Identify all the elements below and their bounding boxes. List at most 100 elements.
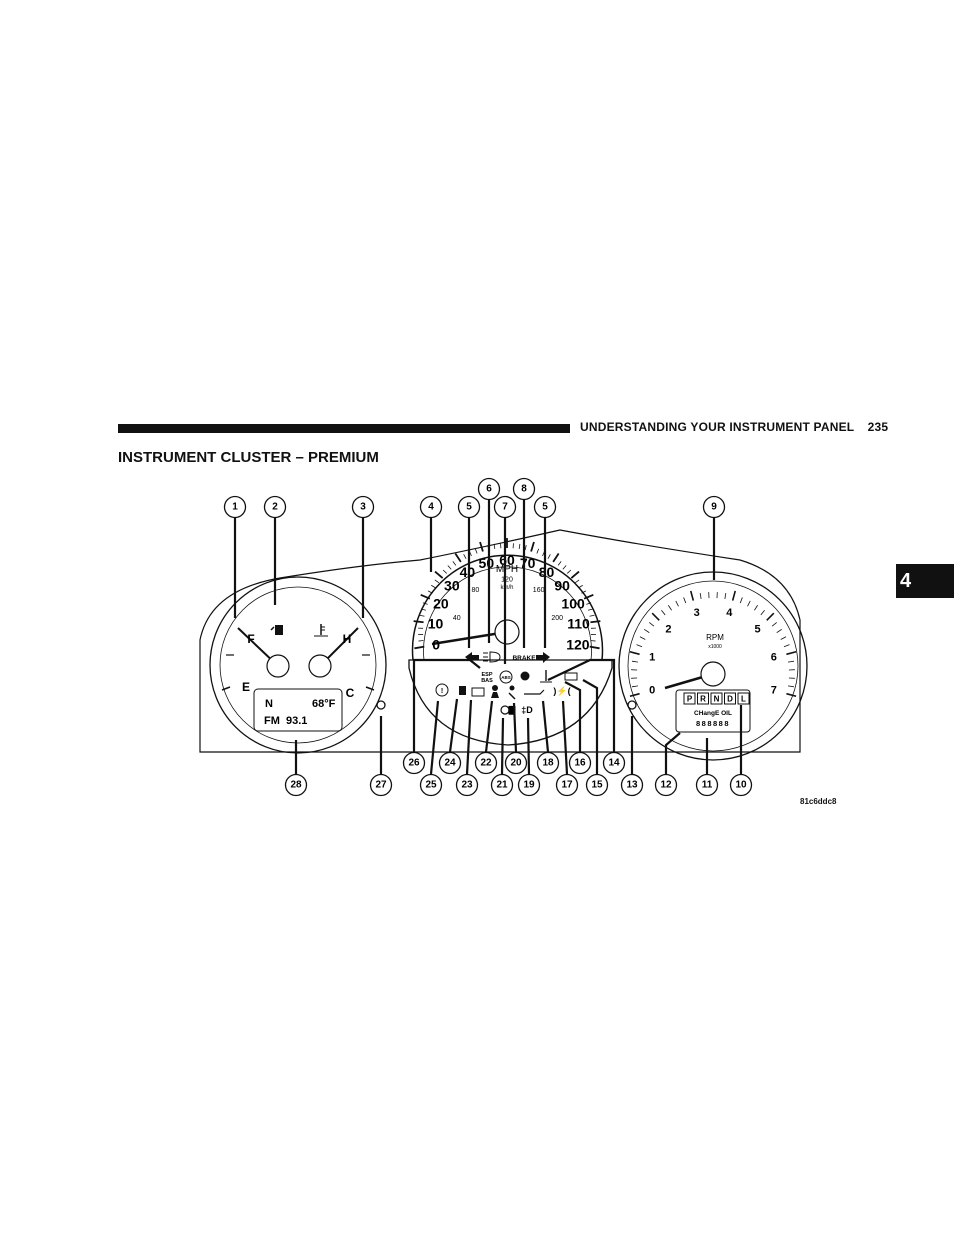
tach-tick [661,610,666,616]
page-title: INSTRUMENT CLUSTER – PREMIUM [118,449,379,466]
callout-number: 12 [660,780,672,791]
speedo-tick [479,541,484,552]
callout-number: 15 [591,780,603,791]
callout-circle [602,751,626,775]
header-section-title: UNDERSTANDING YOUR INSTRUMENT PANEL [580,420,855,434]
prndl-box [683,692,696,705]
speedo-tick [454,552,462,563]
callout-number: 11 [702,780,713,791]
page-number: 235 [867,420,889,434]
tach-label: 5 [754,623,760,635]
fuel-pump-icon [270,625,283,635]
speedo-tick [414,645,425,650]
speedo-tick [530,541,535,552]
callout-number: 23 [461,780,473,791]
tach-label: 2 [665,623,671,635]
left-gauge [209,576,387,754]
prndl-letter: N [714,695,720,704]
callout-circle [263,495,287,519]
speedo-tick [427,590,433,594]
callout-number: 14 [608,758,620,769]
speedo-kmh-label: 200 [551,615,563,622]
callout-circle [504,751,528,775]
speedo-tick [420,608,426,611]
speedo-mph-label: 120 [566,637,590,653]
tach-label: 1 [649,652,655,664]
temp-cold-label: C [346,686,355,700]
speedo-mph-label: 10 [428,616,444,632]
tach-tick [631,660,638,663]
speedo-mph-label: 60 [499,552,515,568]
speedometer [408,538,613,746]
tach-tick [649,622,655,627]
abs-icon: ABS [499,670,513,684]
callout-circle [490,773,514,797]
speedo-tick [434,570,444,579]
callout-circle [457,495,481,519]
tach-tick [629,692,640,698]
callout-number: 5 [466,502,472,513]
tach-tick [683,597,687,604]
callout-circle [402,751,426,775]
speedo-reset-button[interactable] [500,705,510,715]
svg-text:ABS: ABS [501,675,511,680]
callout-number: 25 [425,780,437,791]
tach-label: 7 [771,684,777,696]
odometer-reset-button[interactable] [627,700,637,710]
callout-number: 7 [502,502,508,513]
speedo-tick [557,561,562,566]
speedo-tick [562,565,567,570]
callout-circle [585,773,609,797]
callout-circle [284,773,308,797]
svg-text:)⚡(: )⚡( [553,685,570,697]
tach-message: CHangE OIL [694,710,732,717]
speedo-tick [536,548,540,554]
tach-tick [689,590,695,601]
tach-tick [739,597,743,604]
speedo-kmh-label: 160 [533,587,545,594]
trip-reset-button[interactable] [376,700,386,710]
callout-circle [729,773,753,797]
speedo-unit-mph: MPH [496,564,518,575]
speedo-tick [566,569,572,574]
callout-circle [493,495,517,519]
high-beam-icon [483,651,501,663]
tach-tick [754,605,758,611]
callout-number: 20 [510,758,522,769]
figure-code: 81c6ddc8 [800,797,837,806]
speedo-tick [590,620,601,624]
callout-number: 2 [272,502,278,513]
speedo-tick [463,554,467,559]
callout-number: 28 [290,780,302,791]
callout-number: 17 [561,780,573,791]
speedo-mph-label: 40 [460,564,476,580]
speedo-tick [420,593,431,600]
prndl-letter: P [687,695,693,704]
speedo-tick [493,543,496,549]
tach-tick [629,650,640,656]
right-turn-signal-icon [536,652,550,663]
speedo-tick [574,579,580,584]
speedo-mph-label: 70 [520,555,536,571]
tach-tick [731,590,737,601]
tach-tick [668,605,672,611]
tach-tick [788,660,795,663]
speedo-mph-label: 100 [561,595,585,611]
prndl-box [697,692,709,705]
callout-circle [419,773,443,797]
callout-number: 1 [232,502,238,513]
chapter-tab[interactable]: 4 [896,564,954,598]
svg-text:!: ! [441,688,443,695]
transmission-temp-icon: )⚡( [553,685,570,697]
tach-tick [644,629,650,633]
seatbelt-icon [508,685,516,700]
prndl-box [724,692,736,705]
speedo-tick [589,645,600,650]
prndl-box [737,692,750,705]
callout-number: 4 [428,502,434,513]
speedo-mph-label: 30 [444,578,460,594]
speedo-tick [581,590,587,594]
callout-circle [369,773,393,797]
callout-number: 10 [735,780,747,791]
callout-circle [620,773,644,797]
